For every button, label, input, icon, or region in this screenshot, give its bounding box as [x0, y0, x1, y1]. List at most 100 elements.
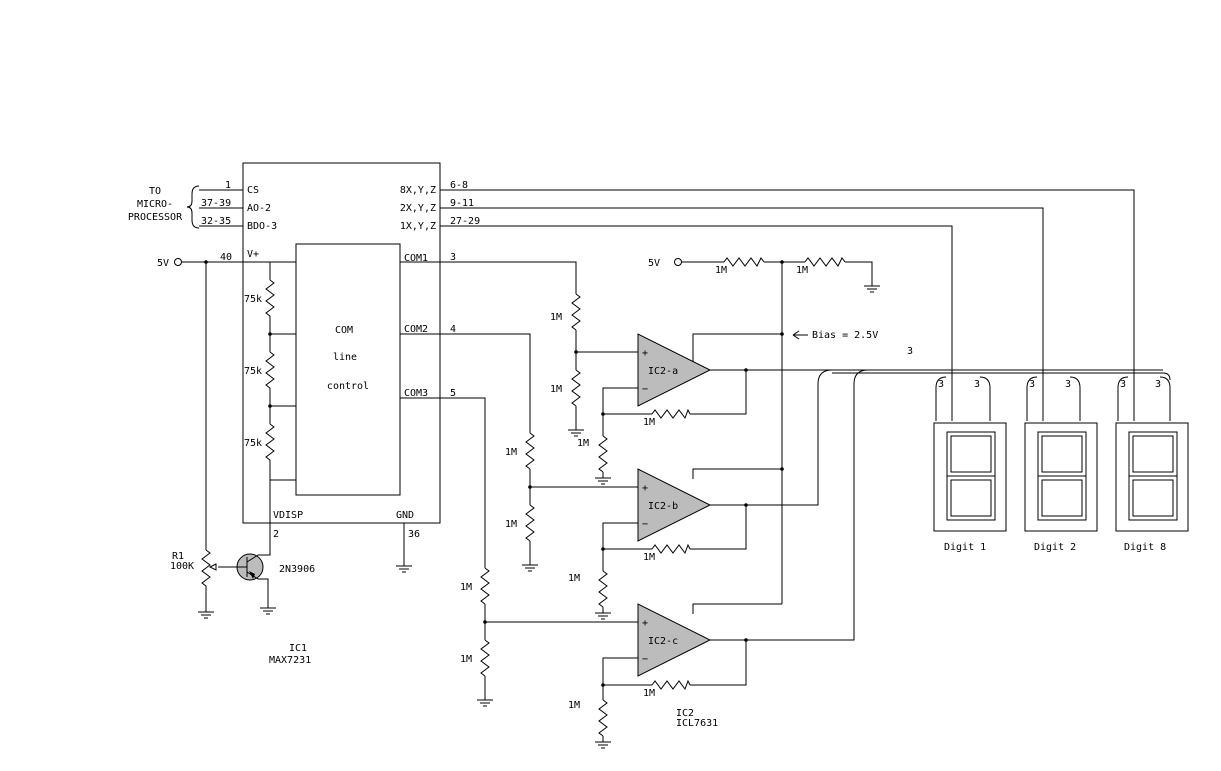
opamp-c-rf: [651, 679, 691, 691]
opamp-b-inv-node: [601, 547, 605, 551]
opamp-a-bias-wire: [692, 333, 782, 362]
opamp-c-plus: +: [642, 618, 648, 629]
digit-8-segments: [1128, 431, 1178, 521]
opamp-b-rf: [651, 543, 691, 555]
mcu-pin-bd-num: 32-35: [201, 216, 231, 227]
opamp-a-label: IC2-a: [648, 366, 678, 377]
bus-1-pin-number: 27-29: [450, 216, 480, 227]
com3-wire: [400, 397, 486, 700]
left-5v-label: 5V: [157, 258, 169, 269]
gnd-pin-number: 36: [408, 529, 420, 540]
com-line-control-block: [295, 243, 401, 496]
vdisp-pin-number: 2: [273, 529, 279, 540]
bus-3-d2a: 3: [1029, 379, 1035, 390]
com1-r-bottom-value: 1M: [550, 384, 562, 395]
bias-arrow: [792, 330, 808, 340]
opamp-c-rg-value: 1M: [568, 700, 580, 711]
display-digit-1: Digit 1: [933, 422, 1007, 553]
opamp-c-bias-wire: [692, 603, 782, 614]
mcu-brace: [186, 185, 200, 229]
com1-pin-number: 3: [450, 252, 456, 263]
mcu-label-line-3: PROCESSOR: [128, 212, 183, 223]
left-5v-terminal: [174, 258, 182, 266]
opamp-c-triangle: [637, 603, 712, 677]
opamp-b-output: [710, 369, 833, 506]
bus-3-d1b: 3: [974, 379, 980, 390]
transistor-part-label: 2N3906: [279, 564, 315, 575]
bus-2-pin-number: 9-11: [450, 198, 474, 209]
bus-wire-8: [440, 189, 1135, 421]
left-supply-wire: [181, 261, 243, 550]
pot-ground-symbol: [198, 611, 214, 619]
ic1-body: [242, 162, 441, 524]
opamp-b-rg-value: 1M: [568, 573, 580, 584]
bus-drop-d2a: [1026, 376, 1038, 421]
com3-r-top-value: 1M: [460, 582, 472, 593]
divider-node-1: [268, 332, 272, 336]
ic1-max7231: COM line control CS AO-2 BDO-3 V+ 8X,Y,Z…: [242, 162, 441, 666]
ic1-ref-1: IC1: [289, 643, 307, 654]
bias-r1: [723, 257, 765, 267]
opamp-b-out-node: [744, 503, 748, 507]
ic2-ref-2: ICL7631: [676, 718, 718, 729]
gnd-pin-ground-symbol: [396, 565, 412, 573]
com1-r-top: [571, 293, 581, 331]
opamp-ic2a: IC2-a + − 1M 1M: [577, 333, 1163, 485]
opamp-c-label: IC2-c: [648, 636, 678, 647]
divider-resistor-1: [265, 279, 275, 317]
bus-3-label-top: 3: [907, 346, 913, 357]
com3-r-bottom: [480, 639, 490, 677]
opamp-b-rg: [598, 570, 608, 608]
opamp-c-rg: [598, 699, 608, 737]
opamp-b-triangle: [637, 468, 712, 542]
opamp-ic2b: IC2-b + − 1M 1M: [568, 369, 833, 620]
divider-r3-label: 75k: [244, 438, 262, 449]
opamp-a-ground-symbol: [595, 477, 611, 485]
opamp-c-inv-node: [601, 683, 605, 687]
digit-1-segments: [946, 431, 996, 521]
com-block-line-1: COM: [335, 325, 353, 336]
mcu-pin-cs-num: 1: [225, 180, 231, 191]
opamp-a-plus: +: [642, 348, 648, 359]
transistor-ground-symbol: [260, 607, 276, 615]
com3-r-bottom-value: 1M: [460, 654, 472, 665]
divider-resistor-2: [265, 351, 275, 389]
com1-wire: [400, 261, 577, 430]
digit-2-frame: [1024, 422, 1098, 532]
com2-r-bottom-value: 1M: [505, 519, 517, 530]
com2-label: COM2: [404, 324, 428, 335]
com3-ground-symbol: [477, 699, 493, 707]
digit-2-segments: [1037, 431, 1087, 521]
bus-drop-d1a: [935, 376, 947, 421]
pnp-transistor: [236, 523, 271, 608]
com3-r-top: [480, 567, 490, 605]
out-pin-2-label: 2X,Y,Z: [400, 203, 436, 214]
right-5v-terminal: [674, 258, 682, 266]
opamp-c-feedback: [602, 640, 747, 742]
divider-r1-label: 75k: [244, 294, 262, 305]
bus-3-d8a: 3: [1120, 379, 1126, 390]
bus-3-d2b: 3: [1065, 379, 1071, 390]
pin-a-label: AO-2: [247, 203, 271, 214]
opamp-a-rg-value: 1M: [577, 438, 589, 449]
opamp-a-rf: [651, 408, 691, 420]
bias-r1-value: 1M: [715, 265, 727, 276]
pot-resistor: [201, 549, 211, 612]
mcu-label-line-2: MICRO-: [137, 199, 173, 210]
opamp-b-rf-value: 1M: [643, 552, 655, 563]
opamp-a-feedback: [602, 369, 1163, 478]
bus-3-d1a: 3: [938, 379, 944, 390]
opamp-b-label: IC2-b: [648, 501, 678, 512]
bus-drop-d2b: [1069, 376, 1081, 421]
digit-1-label: Digit 1: [944, 542, 986, 553]
bias-ground-symbol: [864, 285, 880, 293]
bus-wire-1: [440, 225, 953, 421]
opamp-c-rf-value: 1M: [643, 688, 655, 699]
bus-drop-d8a: [1117, 376, 1129, 421]
digit-8-frame: [1115, 422, 1189, 532]
opamp-b-feedback: [602, 505, 747, 613]
opamp-ic2c: IC2-c + − 1M 1M IC2 ICL7631: [568, 369, 869, 749]
com3-pin-number: 5: [450, 388, 456, 399]
com-block-line-3: control: [327, 381, 369, 392]
